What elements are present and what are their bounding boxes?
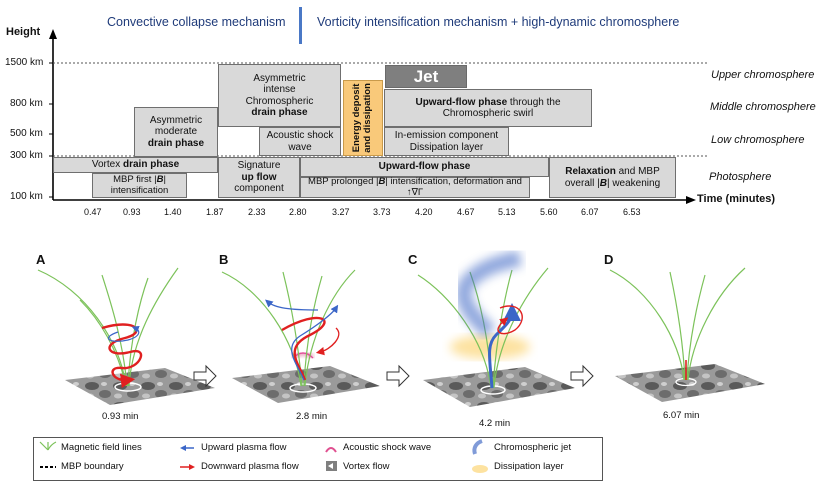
mechanism-divider: [299, 7, 302, 44]
x-tick-6: 3.27: [332, 207, 350, 217]
mechanism-convective-collapse: Convective collapse mechanism: [107, 15, 286, 29]
x-tick-13: 6.53: [623, 207, 641, 217]
y-tick-500: 500 km: [10, 128, 43, 139]
x-tick-9: 4.67: [457, 207, 475, 217]
panel-letter-d: D: [604, 252, 614, 267]
phase-upward-flow-photosphere: Upward-flow phase: [300, 157, 549, 177]
blue-arrow-icon: [180, 445, 194, 451]
y-tick-800: 800 km: [10, 98, 43, 109]
legend-mbp-boundary: MBP boundary: [61, 461, 124, 472]
phase-jet: Jet: [385, 65, 467, 88]
legend-vortex-flow: Vortex flow: [343, 461, 390, 472]
y-tick-100: 100 km: [10, 191, 43, 202]
panel-b-illustration: [221, 269, 380, 403]
panel-c-time: 4.2 min: [479, 418, 511, 429]
red-arrow-icon: [180, 464, 195, 470]
panel-letter-b: B: [219, 252, 229, 267]
y-tick-1500: 1500 km: [5, 57, 44, 68]
region-low-chromosphere: Low chromosphere: [711, 134, 805, 146]
x-tick-5: 2.80: [289, 207, 307, 217]
x-tick-11: 5.60: [540, 207, 558, 217]
x-tick-12: 6.07: [581, 207, 599, 217]
x-tick-2: 1.40: [164, 207, 182, 217]
region-upper-chromosphere: Upper chromosphere: [711, 69, 815, 81]
legend: Magnetic field lines MBP boundary Upward…: [33, 437, 603, 481]
x-tick-7: 3.73: [373, 207, 391, 217]
legend-dissipation-layer: Dissipation layer: [494, 461, 564, 472]
region-photosphere: Photosphere: [709, 171, 772, 183]
panel-a-time: 0.93 min: [102, 411, 139, 422]
legend-acoustic-wave: Acoustic shock wave: [343, 442, 432, 453]
legend-chromo-jet: Chromospheric jet: [494, 442, 572, 453]
vortex-arrow-icon: [326, 461, 337, 471]
mechanism-vorticity: Vorticity intensification mechanism + hi…: [317, 15, 680, 29]
phase-vortex-drain: Vortex drain phase: [53, 157, 218, 173]
field-lines-icon: [39, 441, 57, 451]
legend-field-lines: Magnetic field lines: [61, 442, 142, 453]
panel-letter-a: A: [36, 252, 46, 267]
flux-tube-illustrations: [37, 250, 765, 407]
x-tick-4: 2.33: [248, 207, 266, 217]
phase-mbp-first-intensification: MBP first |B|intensification: [92, 173, 187, 198]
process-arrow-1: [193, 364, 217, 388]
x-tick-1: 0.93: [123, 207, 141, 217]
glow-icon: [472, 465, 488, 473]
legend-downward-flow: Downward plasma flow: [201, 461, 299, 472]
x-tick-10: 5.13: [498, 207, 516, 217]
process-arrow-3: [570, 364, 594, 388]
process-arrow-2: [386, 364, 410, 388]
panel-a-illustration: [37, 267, 215, 405]
x-tick-8: 4.20: [415, 207, 433, 217]
legend-upward-flow: Upward plasma flow: [201, 442, 287, 453]
panel-b-time: 2.8 min: [296, 411, 328, 422]
arc-icon: [325, 447, 337, 453]
jet-arc-icon: [472, 439, 483, 455]
phase-mbp-prolonged-intensification: MBP prolonged |B| intensification, defor…: [300, 176, 530, 198]
region-middle-chromosphere: Middle chromosphere: [710, 101, 816, 113]
x-axis-label: Time (minutes): [697, 193, 776, 205]
y-axis-label: Height: [6, 26, 41, 38]
x-tick-3: 1.87: [206, 207, 224, 217]
panel-d-time: 6.07 min: [663, 410, 700, 421]
panel-c-illustration: [417, 250, 575, 407]
x-tick-0: 0.47: [84, 207, 102, 217]
y-tick-300: 300 km: [10, 150, 43, 161]
panel-d-illustration: [609, 267, 765, 402]
panel-letter-c: C: [408, 252, 418, 267]
